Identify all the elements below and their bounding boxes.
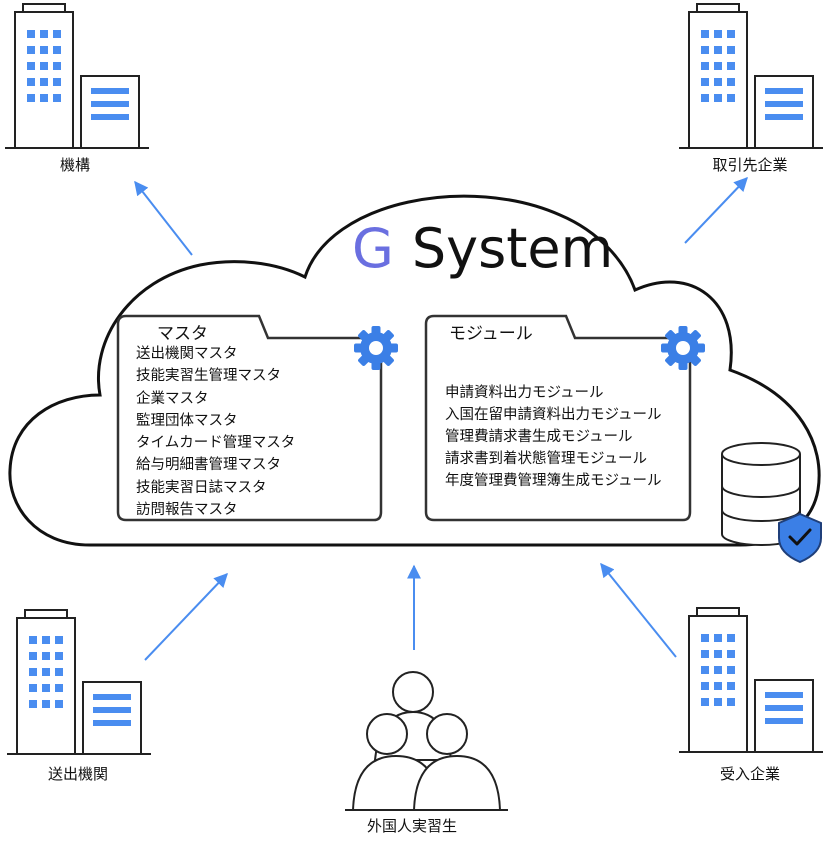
building-icon (678, 607, 824, 753)
arrow-icon (134, 180, 193, 256)
entity-label-bottom-right: 受入企業 (719, 765, 780, 783)
shield-check-icon (778, 512, 822, 564)
list-item: 企業マスタ (136, 390, 209, 407)
entity-label-bottom-center: 外国人実習生 (366, 817, 457, 835)
people-icon (345, 671, 508, 811)
system-title-prefix: G (352, 217, 394, 280)
list-item: 技能実習生管理マスタ (136, 368, 281, 385)
list-item: 給与明細書管理マスタ (136, 457, 281, 474)
list-item: 入国在留申請資料出力モジュール (445, 407, 662, 423)
list-item: 監理団体マスタ (136, 412, 238, 429)
list-item: タイムカード管理マスタ (136, 435, 296, 452)
entity-label-top-right: 取引先企業 (712, 156, 788, 174)
list-item: 請求書到着状態管理モジュール (445, 451, 647, 467)
module-list: 申請資料出力モジュール 入国在留申請資料出力モジュール 管理費請求書生成モジュー… (445, 382, 661, 492)
building-icon (4, 3, 150, 149)
entity-label-bottom-left: 送出機関 (47, 765, 108, 783)
master-list: 送出機関マスタ 技能実習生管理マスタ 企業マスタ 監理団体マスタ タイムカード管… (136, 343, 295, 521)
gear-icon (354, 326, 398, 370)
list-item: 申請資料出力モジュール (445, 385, 604, 401)
gear-icon (661, 326, 705, 370)
entity-label-top-left: 機構 (59, 156, 90, 174)
list-item: 技能実習日誌マスタ (136, 479, 267, 496)
list-item: 年度管理費管理簿生成モジュール (445, 473, 662, 489)
arrow-icon (144, 572, 228, 661)
list-item: 管理費請求書生成モジュール (445, 429, 633, 445)
building-icon (6, 609, 152, 755)
arrow-icon (684, 176, 748, 244)
master-panel-title: マスタ (157, 324, 208, 344)
system-title-name: System (411, 217, 614, 280)
list-item: 送出機関マスタ (136, 346, 238, 362)
module-panel-title: モジュール (449, 324, 533, 344)
building-icon (678, 3, 824, 149)
arrow-icon (600, 562, 677, 658)
list-item: 訪問報告マスタ (136, 502, 238, 519)
